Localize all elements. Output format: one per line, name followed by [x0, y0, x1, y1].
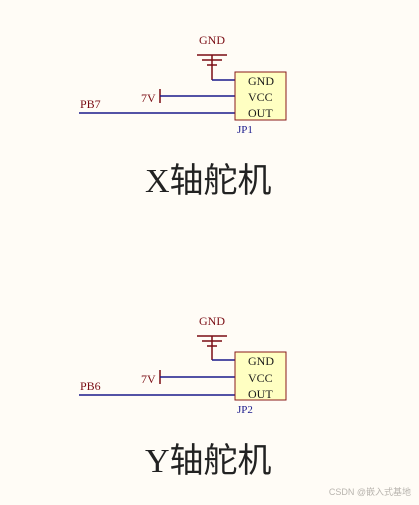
pin-label-vcc: VCC — [248, 371, 273, 385]
connector-ref: JP1 — [237, 124, 253, 136]
power-label: 7V — [141, 91, 156, 105]
connector-ref: JP2 — [237, 404, 253, 416]
gnd-label: GND — [199, 314, 225, 328]
servo-circuit-y: GND 7V PB6 GND VCC OUT JP2 Y轴舵机 — [79, 314, 287, 480]
signal-net-label: PB6 — [80, 379, 101, 393]
circuit-caption: X轴舵机 — [145, 162, 272, 200]
pin-label-vcc: VCC — [248, 90, 273, 104]
pin-label-gnd: GND — [248, 74, 274, 88]
pin-label-out: OUT — [248, 106, 273, 120]
signal-net-label: PB7 — [80, 97, 101, 111]
servo-circuit-x: GND 7V PB7 GND VCC OUT JP1 X轴舵机 — [79, 33, 287, 200]
pin-label-gnd: GND — [248, 354, 274, 368]
pin-label-out: OUT — [248, 387, 273, 401]
watermark: CSDN @嵌入式基地 — [328, 487, 411, 497]
connector-body — [234, 71, 287, 121]
ground-symbol — [197, 54, 227, 80]
ground-symbol — [197, 335, 227, 360]
gnd-label: GND — [199, 33, 225, 47]
connector-body — [234, 351, 287, 401]
circuit-caption: Y轴舵机 — [145, 442, 272, 480]
power-label: 7V — [141, 372, 156, 386]
